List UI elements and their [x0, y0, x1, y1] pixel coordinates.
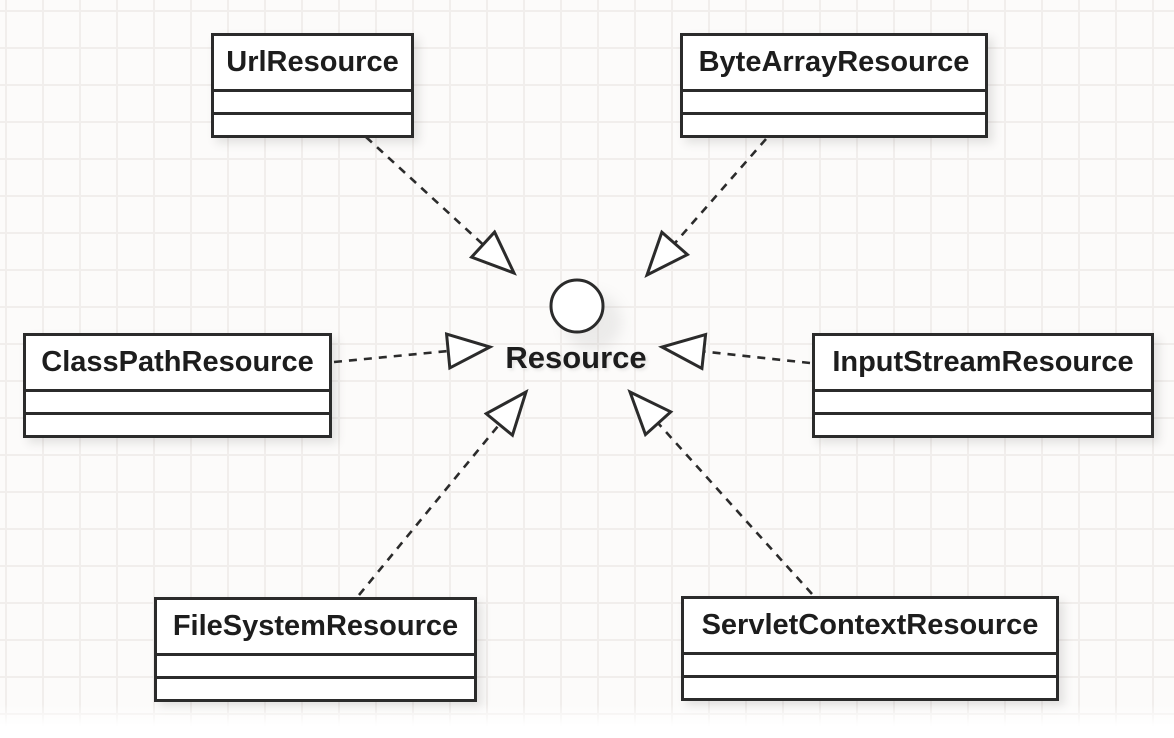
attributes-compartment	[26, 389, 329, 412]
class-name: FileSystemResource	[172, 610, 459, 642]
interface-label: Resource	[505, 340, 647, 375]
class-box-bytearrayresource: ByteArrayResource	[680, 33, 988, 138]
edge-inputstreamresource-resource	[662, 347, 811, 363]
attributes-compartment	[815, 389, 1151, 412]
operations-compartment	[26, 412, 329, 435]
edge-classpathresource-resource	[333, 347, 490, 362]
class-box-inputstreamresource: InputStreamResource	[812, 333, 1154, 438]
class-name: UrlResource	[226, 46, 399, 78]
interface-circle	[549, 278, 605, 334]
operations-compartment	[683, 112, 985, 135]
class-box-filesystemresource: FileSystemResource	[154, 597, 477, 702]
class-name: InputStreamResource	[832, 346, 1134, 378]
attributes-compartment	[683, 89, 985, 112]
class-name: ServletContextResource	[701, 609, 1039, 641]
edge-urlresource-resource	[365, 136, 514, 273]
operations-compartment	[815, 412, 1151, 435]
class-box-urlresource: UrlResource	[211, 33, 414, 138]
operations-compartment	[684, 675, 1056, 698]
edge-filesystemresource-resource	[357, 392, 526, 596]
edge-servletcontextresource-resource	[630, 392, 813, 595]
operations-compartment	[157, 676, 474, 699]
class-box-classpathresource: ClassPathResource	[23, 333, 332, 438]
attributes-compartment	[214, 89, 411, 112]
operations-compartment	[214, 112, 411, 135]
attributes-compartment	[684, 652, 1056, 675]
class-name: ClassPathResource	[41, 346, 314, 378]
attributes-compartment	[157, 653, 474, 676]
class-name: ByteArrayResource	[698, 46, 970, 78]
class-box-servletcontextresource: ServletContextResource	[681, 596, 1059, 701]
edge-bytearrayresource-resource	[647, 138, 767, 275]
